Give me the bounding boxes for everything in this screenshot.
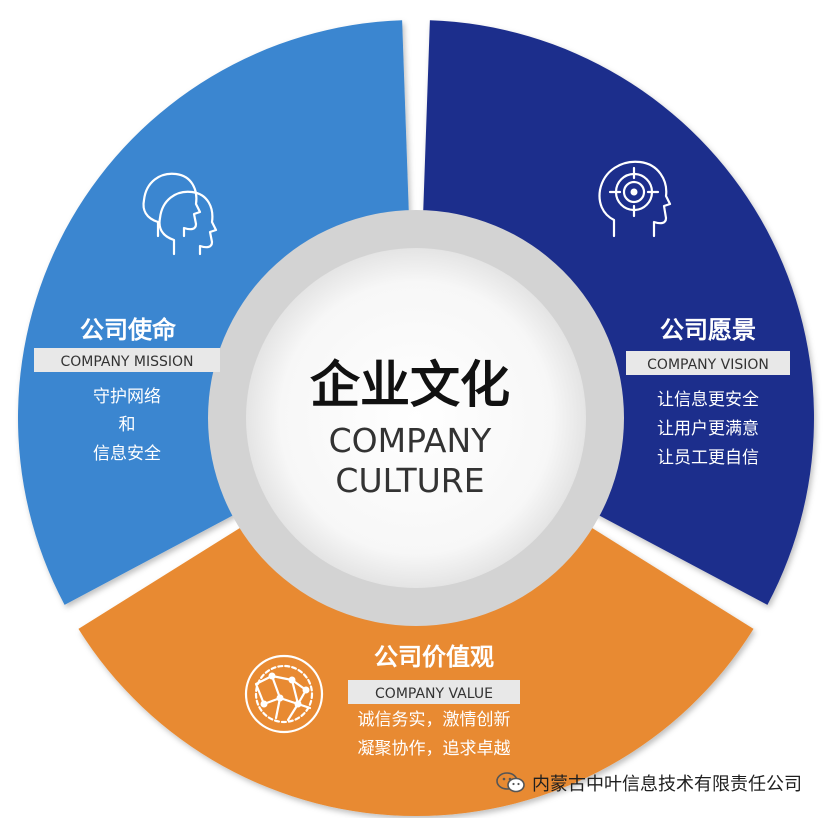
- watermark: 内蒙古中叶信息技术有限责任公司: [496, 770, 802, 796]
- center-subtitle-line2: CULTURE: [335, 461, 484, 500]
- mission-line-3: 信息安全: [93, 444, 161, 464]
- mission-label: COMPANY MISSION: [60, 354, 193, 370]
- vision-line-1: 让信息更安全: [657, 390, 759, 410]
- vision-segment: [422, 20, 814, 605]
- wechat-icon: [496, 772, 525, 793]
- network-globe-icon: [244, 654, 324, 734]
- value-label: COMPANY VALUE: [375, 686, 493, 702]
- value-segment: [78, 518, 754, 816]
- head-target-icon: [598, 160, 672, 238]
- center-subtitle-line1: COMPANY: [329, 421, 493, 460]
- value-label-box: [348, 680, 520, 704]
- mission-title: 公司使命: [80, 315, 177, 344]
- vision-label: COMPANY VISION: [647, 357, 769, 373]
- mission-label-box: [34, 348, 220, 372]
- vision-line-3: 让员工更自信: [657, 448, 759, 468]
- value-line-1: 诚信务实，激情创新: [358, 710, 511, 730]
- two-heads-icon: [142, 172, 218, 256]
- vision-label-box: [626, 351, 790, 375]
- vision-title: 公司愿景: [660, 315, 756, 344]
- value-line-2: 凝聚协作，追求卓越: [358, 739, 511, 759]
- value-title: 公司价值观: [374, 642, 494, 671]
- watermark-text: 内蒙古中叶信息技术有限责任公司: [532, 774, 802, 795]
- mission-line-1: 守护网络: [93, 387, 161, 407]
- center-circle: [246, 248, 586, 588]
- mission-line-2: 和: [119, 415, 136, 435]
- mission-segment: [17, 20, 410, 605]
- vision-line-2: 让用户更满意: [657, 419, 759, 439]
- center-title: 企业文化: [310, 355, 510, 414]
